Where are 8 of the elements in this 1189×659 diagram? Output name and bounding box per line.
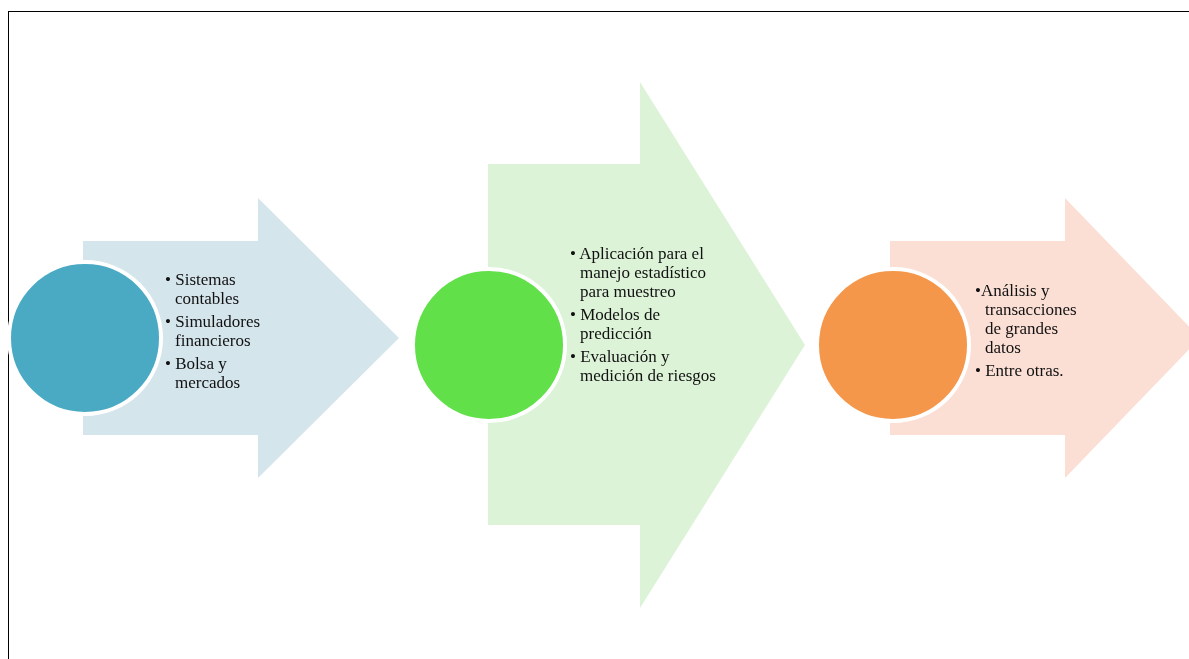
bullet-text: • Entre otras. bbox=[975, 361, 1065, 380]
bullet-text: • Aplicación para el manejo estadístico para muestreo bbox=[570, 244, 708, 301]
bullet-text: •Análisis y transacciones de grandes datos bbox=[975, 281, 1078, 357]
bullet-text: • Modelos de predicción bbox=[570, 305, 661, 343]
bullet-text: • Evaluación y medición de riesgos bbox=[570, 347, 717, 385]
bullet-text: • Simuladores financieros bbox=[165, 312, 262, 350]
bullet-text: • Bolsa y mercados bbox=[165, 354, 242, 392]
bullet-text: • Sistemas contables bbox=[165, 270, 241, 308]
